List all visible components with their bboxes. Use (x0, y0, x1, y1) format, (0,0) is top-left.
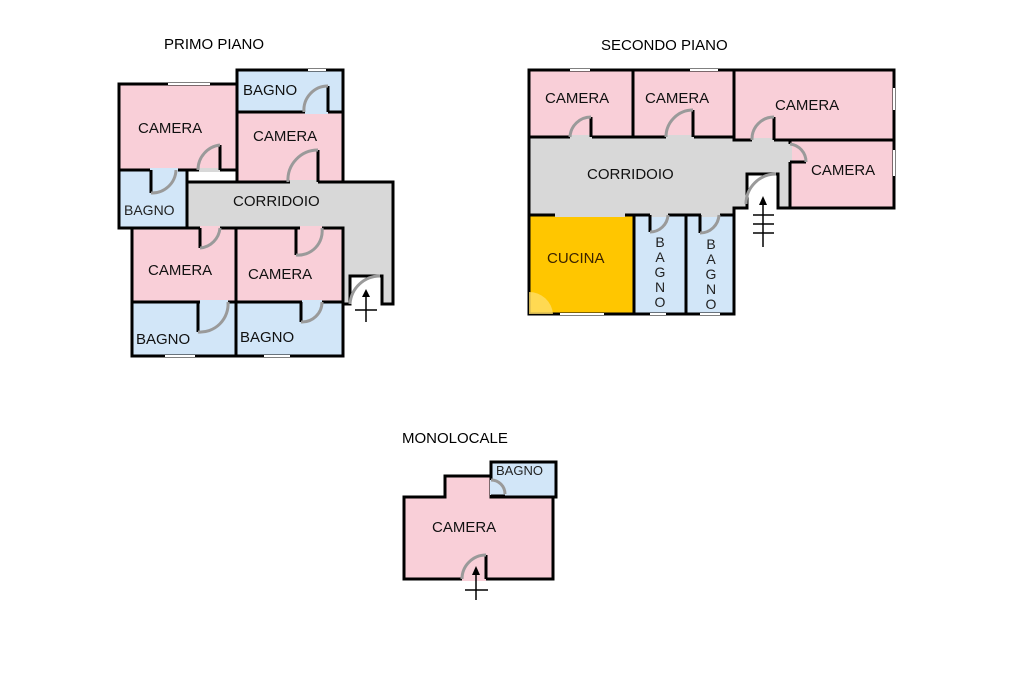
svg-text:A: A (655, 249, 665, 265)
secondo-cucina (527, 213, 636, 316)
stairs-icon (753, 196, 774, 247)
svg-text:B: B (655, 234, 664, 250)
monolocale-title: MONOLOCALE (402, 430, 508, 447)
secondo-camera-1 (527, 68, 635, 139)
svg-text:N: N (706, 281, 716, 297)
primo-piano: PRIMO PIANO (117, 36, 395, 358)
svg-text:O: O (655, 294, 666, 310)
secondo-camera-1-label: CAMERA (545, 90, 609, 107)
primo-piano-title: PRIMO PIANO (164, 36, 264, 53)
primo-camera-bottom-left-label: CAMERA (148, 262, 212, 279)
secondo-camera-4 (788, 138, 896, 210)
svg-text:G: G (655, 264, 666, 280)
svg-text:N: N (655, 279, 665, 295)
primo-bagno-bottom-left-label: BAGNO (136, 331, 190, 348)
secondo-camera-3 (732, 68, 896, 142)
secondo-camera-4-label: CAMERA (811, 162, 875, 179)
svg-text:G: G (706, 266, 717, 282)
secondo-camera-3-label: CAMERA (775, 97, 839, 114)
monolocale-camera-label: CAMERA (432, 519, 496, 536)
svg-text:B: B (706, 236, 715, 252)
primo-corridoio-label: CORRIDOIO (233, 193, 320, 210)
secondo-piano-title: SECONDO PIANO (601, 37, 728, 54)
secondo-corridoio-label: CORRIDOIO (587, 166, 674, 183)
svg-text:A: A (706, 251, 716, 267)
entrance-arrow-icon (465, 566, 488, 600)
svg-text:O: O (706, 296, 717, 312)
secondo-camera-2-label: CAMERA (645, 90, 709, 107)
primo-camera-bottom-mid (234, 226, 345, 304)
monolocale-bagno-label: BAGNO (496, 463, 543, 478)
secondo-piano: SECONDO PIANO (527, 37, 896, 316)
primo-camera-top-mid-label: CAMERA (253, 128, 317, 145)
secondo-cucina-label: CUCINA (547, 250, 605, 267)
primo-bagno-left-label: BAGNO (124, 202, 175, 218)
primo-camera-bottom-mid-label: CAMERA (248, 266, 312, 283)
secondo-bagno-1-label: B A G N O (655, 234, 666, 310)
primo-bagno-bottom-mid-label: BAGNO (240, 329, 294, 346)
monolocale-bagno (489, 460, 558, 499)
primo-camera-top-left-label: CAMERA (138, 120, 202, 137)
monolocale: MONOLOCALE CAMERA BAGNO (402, 430, 558, 600)
primo-bagno-top-label: BAGNO (243, 82, 297, 99)
secondo-bagno-2-label: B A G N O (706, 236, 717, 312)
entrance-arrow-icon (355, 289, 377, 322)
primo-bagno-bottom-mid (234, 300, 345, 358)
primo-bagno-left (117, 168, 189, 230)
